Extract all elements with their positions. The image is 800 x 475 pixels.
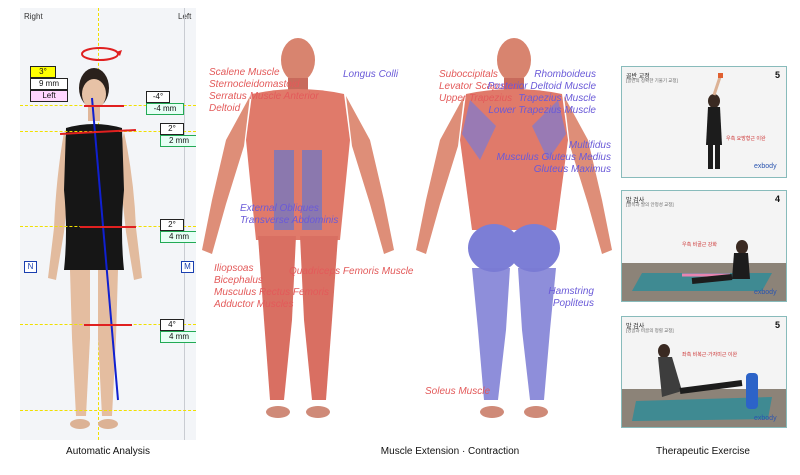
pelvis-shift-tag: 4 mm xyxy=(160,231,196,243)
muscle-label: External Obliques xyxy=(240,203,319,214)
pelvis-angle-tag: 2° xyxy=(160,219,184,231)
analysis-caption: Automatic Analysis xyxy=(66,446,150,457)
brand-label: exbody xyxy=(754,289,777,296)
head-tilt-tag: 3° xyxy=(30,66,56,78)
muscle-label: Bicephalus xyxy=(214,275,263,286)
person-figure xyxy=(48,47,142,429)
head-tilt-line xyxy=(84,105,124,107)
exercise-card-1[interactable]: 골반 교정 [골반의 정확한 기울기 교정] 5 우측 요방형근 이완 exbo… xyxy=(621,66,787,178)
muscle-label: Iliopsoas xyxy=(214,263,254,274)
muscle-label: Popliteus xyxy=(552,298,594,309)
card-number: 5 xyxy=(774,70,780,80)
card-title: 골반 교정 xyxy=(626,74,650,80)
card-note: 우측 요방형근 이완 xyxy=(726,136,766,142)
pelvis-line xyxy=(80,226,136,228)
card-number: 5 xyxy=(774,320,780,330)
exercise-caption: Therapeutic Exercise xyxy=(656,446,750,457)
card-title: 발 검사 xyxy=(626,198,645,204)
marker-n: N xyxy=(24,261,37,273)
muscle-caption: Muscle Extension · Contraction xyxy=(380,446,520,457)
muscle-label: Levator Scapulae xyxy=(439,81,517,92)
card-note: 우측 비골근 강화 xyxy=(682,242,717,248)
back-lower-labels: Hamstring Popliteus xyxy=(520,286,594,310)
muscle-label: Posterior Deltoid Muscle xyxy=(487,81,596,92)
brand-label: exbody xyxy=(754,163,777,170)
muscle-label: Lower Trapezius Muscle xyxy=(488,105,596,116)
exercise-figure xyxy=(706,73,723,169)
chest-shift-tag: 2 mm xyxy=(160,135,196,147)
muscle-label: Transverse Abdominis xyxy=(240,215,339,226)
marker-m: M xyxy=(181,261,194,273)
front-mid-labels: External Obliques Transverse Abdominis xyxy=(240,203,338,227)
muscle-label: Suboccipitals xyxy=(439,69,498,80)
knee-line xyxy=(84,324,132,326)
posture-analysis-panel: Right Left 3° 9 mm Left xyxy=(20,8,196,440)
knee-angle-tag: 4° xyxy=(160,319,184,331)
edge-guide xyxy=(184,8,185,440)
card-subtitle: [골반의 정확한 기울기 교정] xyxy=(626,78,678,83)
shoulder-shift-tag: -4 mm xyxy=(146,103,184,115)
chest-angle-tag: 2° xyxy=(160,123,184,135)
exercise-card-3[interactable]: 발 검사 [경골과 비골의 정렬 교정] 5 좌측 비복근·가자미근 이완 ex… xyxy=(621,316,787,428)
back-upper-left-labels: Suboccipitals Levator Scapulae Upper Tra… xyxy=(439,69,517,105)
head-shift-tag: 9 mm xyxy=(30,78,68,90)
muscle-label: Longus Colli xyxy=(343,69,399,80)
back-anatomy-figure xyxy=(416,38,612,418)
exercise-card-2[interactable]: 발 검사 [발목과 발의 안정성 교정] 4 우측 비골근 강화 exbody xyxy=(621,190,787,302)
label-right: Right xyxy=(24,12,43,21)
anatomy-illustration xyxy=(202,38,612,418)
shoulder-angle-tag: -4° xyxy=(146,91,170,103)
muscle-label: Trapezius Muscle xyxy=(518,93,596,104)
muscle-label: Deltoid xyxy=(209,103,241,114)
card-title: 발 검사 xyxy=(626,324,645,330)
muscle-label: Musculus Gluteus Medius xyxy=(496,152,612,163)
muscle-label: Quadriceps Femoris Muscle xyxy=(289,266,414,277)
muscle-label: Soleus Muscle xyxy=(425,386,491,397)
front-upper-labels: Scalene Muscle Sternocleidomastoid Serra… xyxy=(209,67,319,115)
brand-label: exbody xyxy=(754,415,777,422)
card-note: 좌측 비복근·가자미근 이완 xyxy=(682,352,738,358)
card-number: 4 xyxy=(774,194,780,204)
feet-guide xyxy=(20,410,196,411)
muscle-label: Musculus Rectus Femoris xyxy=(214,287,330,298)
back-mid-labels: Multifidus Musculus Gluteus Medius Glute… xyxy=(470,140,612,176)
muscle-label: Sternocleidomastoid xyxy=(209,79,300,90)
head-side-tag: Left xyxy=(30,90,68,102)
exercise-figure xyxy=(622,240,786,301)
card-subtitle: [발목과 발의 안정성 교정] xyxy=(626,202,674,207)
front-lower-labels: Iliopsoas Bicephalus Musculus Rectus Fem… xyxy=(214,263,329,311)
muscle-label: Adductor Muscles xyxy=(214,299,294,310)
exercise-figure xyxy=(622,344,786,427)
muscle-label: Scalene Muscle xyxy=(209,67,280,78)
muscle-label: Gluteus Maximus xyxy=(533,164,611,175)
back-upper-right-labels: Rhomboideus Posterior Deltoid Muscle Tra… xyxy=(476,69,596,117)
muscle-label: Upper Trapezius xyxy=(439,93,513,104)
knee-shift-tag: 4 mm xyxy=(160,331,196,343)
front-anatomy-figure xyxy=(202,38,394,418)
muscle-label: Serratus Muscle Anterior xyxy=(209,91,319,102)
muscle-label: Rhomboideus xyxy=(534,69,596,80)
card-subtitle: [경골과 비골의 정렬 교정] xyxy=(626,328,674,333)
muscle-label: Multifidus xyxy=(568,140,611,151)
muscle-label: Hamstring xyxy=(548,286,594,297)
